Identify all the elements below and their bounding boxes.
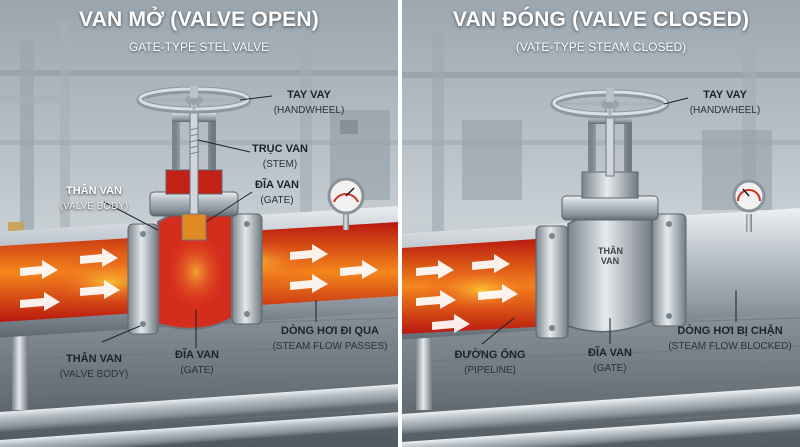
label-steam-blocked-main: DÒNG HƠI BỊ CHẶN (677, 325, 783, 337)
label-steam-blocked: DÒNG HƠI BỊ CHẶN (STEAM FLOW BLOCKED) (664, 324, 796, 354)
label-handwheel-main: TAY VAY (287, 89, 331, 101)
label-gate-closed-sub: (GATE) (593, 363, 627, 374)
label-handwheel-sub: (HANDWHEEL) (273, 105, 345, 116)
valve-closed-illustration (402, 0, 800, 447)
valve-open-illustration (0, 0, 398, 447)
pressure-gauge-icon (327, 177, 365, 230)
flow-arrow-icon (416, 254, 518, 333)
panel-divider (398, 0, 402, 447)
valve-open-panel: VAN MỞ (VALVE OPEN) GATE-TYPE STEL VALVE… (0, 0, 398, 447)
label-body-bottom-sub: (VALVE BODY) (59, 369, 129, 380)
label-gate-top-main: ĐĨA VAN (255, 179, 299, 191)
valve-open-subtitle: GATE-TYPE STEL VALVE (128, 40, 270, 54)
label-gate-bottom-main: ĐĨA VAN (175, 349, 219, 361)
label-stem-main: TRỤC VAN (251, 143, 308, 155)
valve-closed-title: VAN ĐÓNG (VALVE CLOSED) (452, 8, 750, 31)
label-handwheel-closed-main: TAY VAY (703, 89, 747, 101)
label-stem: TRỤC VAN (STEM) (240, 142, 320, 172)
valve-body-plate: THÂN VAN (598, 246, 623, 266)
label-handwheel-closed-sub: (HANDWHEEL) (689, 105, 761, 116)
label-pipeline-sub: (PIPELINE) (464, 365, 516, 376)
label-gate-bottom-sub: (GATE) (180, 365, 214, 376)
valve-body-plate-line-1: THÂN (598, 246, 623, 256)
label-body-top: THÂN VAN (VALVE BODY) (44, 184, 144, 214)
label-pipeline-main: ĐƯỜNG ỐNG (454, 349, 526, 361)
label-steam-blocked-sub: (STEAM FLOW BLOCKED) (668, 341, 792, 352)
label-body-bottom: THÂN VAN (VALVE BODY) (44, 352, 144, 382)
label-gate-closed: ĐĨA VAN (GATE) (574, 346, 646, 376)
label-body-top-main: THÂN VAN (65, 185, 122, 197)
valve-body-plate-line-2: VAN (600, 256, 620, 266)
label-gate-top: ĐĨA VAN (GATE) (242, 178, 312, 208)
handwheel-icon (550, 88, 670, 119)
label-steam-flow-main: DÒNG HƠI ĐI QUA (281, 325, 379, 337)
label-gate-top-sub: (GATE) (260, 195, 294, 206)
label-gate-bottom: ĐĨA VAN (GATE) (162, 348, 232, 378)
pressure-gauge-icon (732, 179, 766, 232)
valve-open-title: VAN MỞ (VALVE OPEN) (79, 8, 319, 31)
label-stem-sub: (STEM) (262, 159, 298, 170)
label-gate-closed-main: ĐĨA VAN (588, 347, 632, 359)
label-steam-flow-sub: (STEAM FLOW PASSES) (272, 341, 388, 352)
label-pipeline: ĐƯỜNG ỐNG (PIPELINE) (442, 348, 538, 378)
label-handwheel-closed: TAY VAY (HANDWHEEL) (680, 88, 770, 118)
label-handwheel: TAY VAY (HANDWHEEL) (264, 88, 354, 118)
label-body-bottom-main: THÂN VAN (65, 353, 122, 365)
valve-closed-subtitle: (VATE-TYPE STEAM CLOSED) (515, 40, 687, 54)
valve-closed-panel: VAN ĐÓNG (VALVE CLOSED) (VATE-TYPE STEAM… (402, 0, 800, 447)
label-steam-flow: DÒNG HƠI ĐI QUA (STEAM FLOW PASSES) (268, 324, 392, 354)
label-body-top-sub: (VALVE BODY) (59, 201, 129, 212)
